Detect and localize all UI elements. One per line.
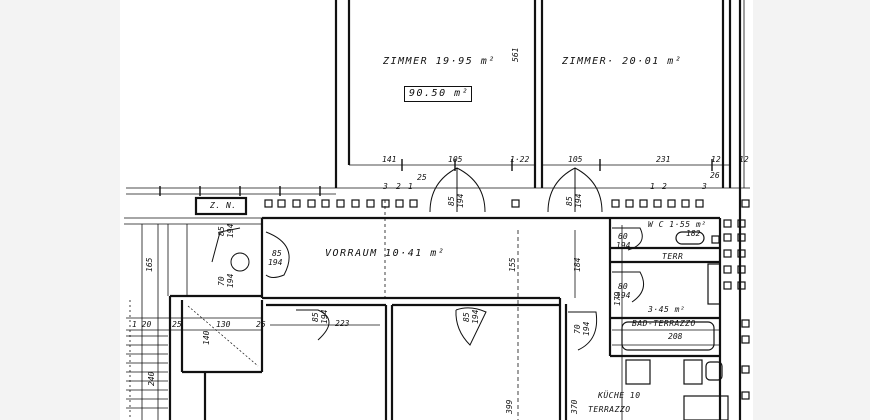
dimension-122: 1·22 <box>510 155 530 164</box>
dimension-140: 140 <box>202 330 211 345</box>
door-label-vorraum-left: 85 <box>272 249 282 258</box>
dimension-105-b: 105 <box>568 155 583 164</box>
dimension-223: 223 <box>335 319 350 328</box>
dimension-2-b: 2 <box>662 182 667 191</box>
door-label-lower-1: 85 <box>311 312 320 322</box>
door-label-vorraum-left-height: 194 <box>268 258 283 267</box>
dimension-141: 141 <box>382 155 397 164</box>
dimension-2: 2 <box>396 182 401 191</box>
dimension-561: 561 <box>511 47 520 62</box>
door-label-zimmer-2: 85 <box>565 196 574 206</box>
dimension-130: 130 <box>216 320 231 329</box>
dimension-3-b: 3 <box>702 182 707 191</box>
door-label-lower-1-height: 194 <box>320 309 329 324</box>
door-label-lower-2: 85 <box>462 312 471 322</box>
dimension-165: 165 <box>145 257 154 272</box>
fixtures <box>621 231 729 420</box>
dimension-182: 182 <box>686 229 701 238</box>
marker-squares <box>264 199 750 400</box>
door-label-zn-1-height: 194 <box>226 223 235 238</box>
bad-area-label: 3·45 m² <box>648 305 686 314</box>
dimension-1: 1 <box>408 182 413 191</box>
stair-hatch <box>126 305 259 409</box>
door-label-zimmer-1: 85 <box>447 196 456 206</box>
door-label-zimmer-1-height: 194 <box>456 193 465 208</box>
dimension-184: 184 <box>573 257 582 272</box>
walls <box>168 0 742 420</box>
dimension-399: 399 <box>505 399 514 414</box>
door-label-wc: 60 <box>618 232 628 241</box>
door-label-kueche: 70 <box>573 324 582 334</box>
dimension-231: 231 <box>656 155 671 164</box>
dimension-25-b: 25 <box>172 320 182 329</box>
dimension-155: 155 <box>508 257 517 272</box>
dimension-370: 370 <box>570 399 579 414</box>
dimension-105-a: 105 <box>448 155 463 164</box>
door-label-wc-height: 194 <box>616 241 631 250</box>
dimension-26: 26 <box>710 171 720 180</box>
dimension-12-b: 12 <box>739 155 749 164</box>
room-label-zimmer-1: ZIMMER 19·95 m² <box>383 56 496 67</box>
room-label-zimmer-2: ZIMMER· 20·01 m² <box>562 56 683 67</box>
dimension-208: 208 <box>668 332 683 341</box>
door-label-bad-height: 194 <box>616 291 631 300</box>
dimension-lines <box>124 0 750 420</box>
room-label-kueche-floor: TERRAZZO <box>588 405 631 414</box>
door-label-zimmer-2-height: 194 <box>574 193 583 208</box>
dimension-1-b: 1 <box>650 182 655 191</box>
total-area-label: 90.50 m² <box>404 86 473 102</box>
dimension-25-c: 25 <box>256 320 266 329</box>
dimension-120: 1 20 <box>132 320 152 329</box>
door-label-kueche-height: 194 <box>582 321 591 336</box>
dimension-240: 240 <box>147 371 156 386</box>
dimension-3: 3 <box>383 182 388 191</box>
door-label-zn-1: 85 <box>217 226 226 236</box>
door-label-bad: 80 <box>618 282 628 291</box>
door-label-lower-2-height: 194 <box>471 309 480 324</box>
door-label-zn-2: 70 <box>217 276 226 286</box>
room-label-kueche: KÜCHE 10 <box>598 391 641 400</box>
room-label-zn: Z. N. <box>210 201 237 210</box>
door-label-zn-2-height: 194 <box>226 273 235 288</box>
door-swings <box>211 167 645 351</box>
room-label-vorraum: VORRAUM 10·41 m² <box>325 248 446 259</box>
tick-marks <box>159 159 713 196</box>
dimension-25: 25 <box>417 173 427 182</box>
room-label-terr: TERR <box>662 252 684 261</box>
room-label-wc: W C 1·55 m² <box>648 220 707 229</box>
room-label-bad: BAD-TERRAZZO <box>632 319 696 328</box>
dimension-12-a: 12 <box>711 155 721 164</box>
